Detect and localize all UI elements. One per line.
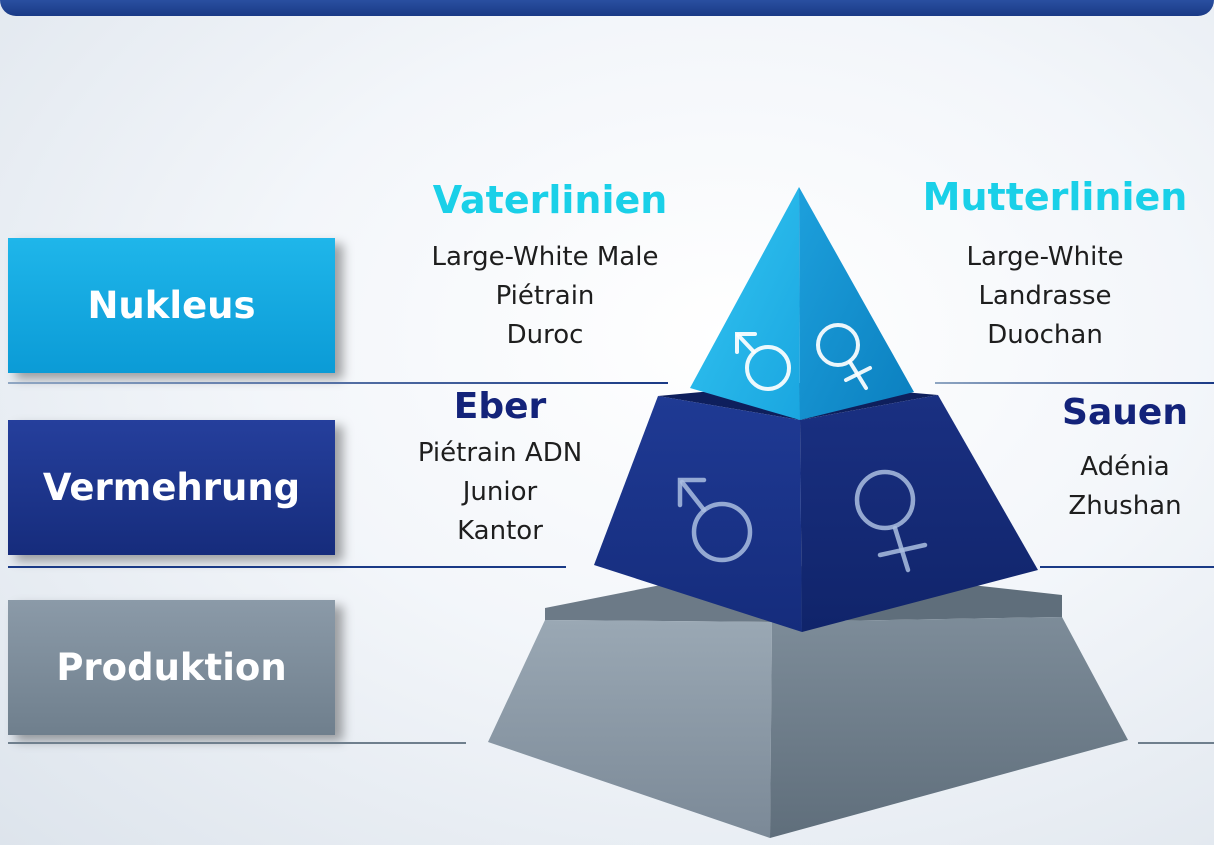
sauen-list: Adénia Zhushan — [1040, 448, 1210, 526]
list-item: Duroc — [506, 320, 584, 350]
level-vermehrung: Vermehrung — [8, 420, 335, 555]
level-nukleus: Nukleus — [8, 238, 335, 373]
level-produktion-label: Produktion — [56, 646, 287, 689]
sauen-heading: Sauen — [1062, 392, 1188, 433]
list-item: Zhushan — [1068, 491, 1182, 521]
list-item: Landrasse — [978, 281, 1112, 311]
eber-heading: Eber — [453, 386, 547, 427]
level-produktion: Produktion — [8, 600, 335, 735]
divider-nukleus-left — [8, 382, 668, 384]
list-item: Large-White — [966, 242, 1124, 272]
divider-nukleus-right — [935, 382, 1214, 384]
divider-vermehrung-right — [1040, 566, 1214, 568]
eber-list: Piétrain ADN Junior Kantor — [385, 434, 615, 551]
list-item: Junior — [462, 477, 538, 507]
divider-produktion-right — [1138, 742, 1214, 744]
female-symbol-top — [816, 323, 872, 390]
level-vermehrung-label: Vermehrung — [42, 466, 301, 509]
mutterlinien-heading: Mutterlinien — [922, 175, 1188, 219]
list-item: Piétrain — [495, 281, 595, 311]
top-bar — [0, 0, 1214, 16]
list-item: Duochan — [987, 320, 1103, 350]
mutterlinien-list: Large-White Landrasse Duochan — [925, 238, 1165, 355]
level-nukleus-label: Nukleus — [87, 284, 256, 327]
female-symbol-middle — [854, 469, 928, 573]
vaterlinien-list: Large-White Male Piétrain Duroc — [395, 238, 695, 355]
divider-vermehrung-left — [8, 566, 566, 568]
pyramid-tier-nukleus — [690, 187, 914, 420]
list-item: Large-White Male — [431, 242, 659, 272]
divider-produktion-left — [8, 742, 466, 744]
list-item: Piétrain ADN — [417, 438, 583, 468]
list-item: Kantor — [457, 516, 543, 546]
vaterlinien-heading: Vaterlinien — [432, 178, 668, 222]
male-symbol-top — [735, 332, 791, 391]
list-item: Adénia — [1080, 452, 1170, 482]
male-symbol-middle — [677, 477, 753, 563]
